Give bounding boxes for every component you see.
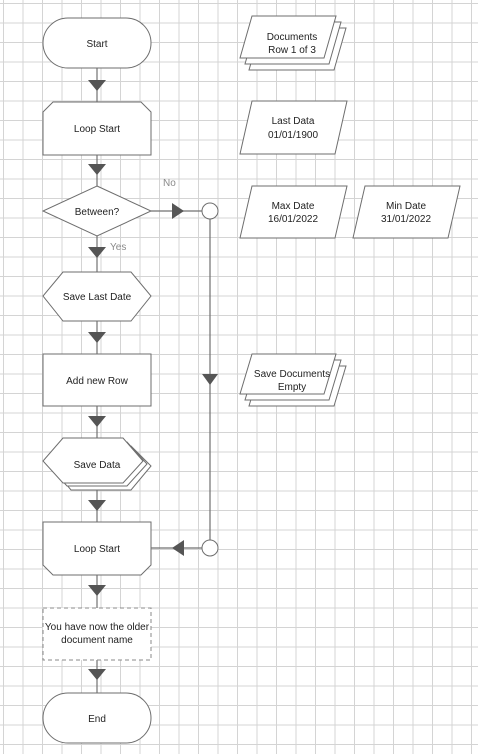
start-terminator[interactable] (42, 17, 152, 69)
arrow-down-1 (88, 80, 106, 91)
last-data[interactable] (239, 100, 348, 155)
decision-label: Between? (75, 207, 120, 218)
arrow-down-5 (88, 416, 106, 427)
note-box (42, 607, 152, 661)
add-new-row-process[interactable] (42, 353, 152, 407)
loop-start-top-label: Loop Start (74, 124, 120, 135)
loop-start-top[interactable] (42, 101, 152, 156)
max-date-line1: Max Date (272, 201, 315, 212)
arrow-down-8 (88, 669, 106, 680)
documents-data[interactable] (239, 15, 337, 59)
save-documents-line1: Save Documents (254, 369, 330, 380)
arrow-down-6 (88, 500, 106, 511)
save-documents-line2: Empty (278, 382, 306, 393)
save-last-date-label: Save Last Date (63, 292, 132, 303)
edge-label-no: No (163, 178, 176, 189)
max-date[interactable] (239, 185, 348, 239)
arrow-down-7 (88, 585, 106, 596)
junction-bottom (201, 539, 219, 557)
arrow-left-to-loop (172, 540, 184, 556)
note-line1: You have now the older (45, 622, 150, 633)
save-documents-data[interactable] (239, 353, 337, 395)
decision-between[interactable] (41, 185, 153, 237)
start-label: Start (86, 39, 107, 50)
last-data-line1: Last Data (272, 116, 315, 127)
min-date[interactable] (352, 185, 461, 239)
end-terminator[interactable] (42, 692, 152, 744)
last-data-line2: 01/01/1900 (268, 130, 318, 141)
min-date-line2: 31/01/2022 (381, 214, 431, 225)
arrow-down-loop-back (202, 374, 218, 385)
loop-start-bottom-label: Loop Start (74, 544, 120, 555)
add-new-row-label: Add new Row (66, 376, 128, 387)
documents-line2: Row 1 of 3 (268, 45, 316, 56)
note-line2: document name (61, 635, 133, 646)
min-date-line1: Min Date (386, 201, 426, 212)
save-data-label: Save Data (74, 460, 121, 471)
documents-line1: Documents (267, 32, 318, 43)
arrow-down-2 (88, 164, 106, 175)
max-date-line2: 16/01/2022 (268, 214, 318, 225)
arrow-right-no (172, 203, 184, 219)
save-data-stack-front[interactable] (42, 437, 144, 484)
arrow-down-3 (88, 247, 106, 258)
edge-label-yes: Yes (110, 242, 126, 253)
arrow-down-4 (88, 332, 106, 343)
end-label: End (88, 714, 106, 725)
junction-top (201, 202, 219, 220)
loop-start-bottom[interactable] (42, 521, 152, 576)
save-last-date-hexagon[interactable] (42, 271, 152, 322)
